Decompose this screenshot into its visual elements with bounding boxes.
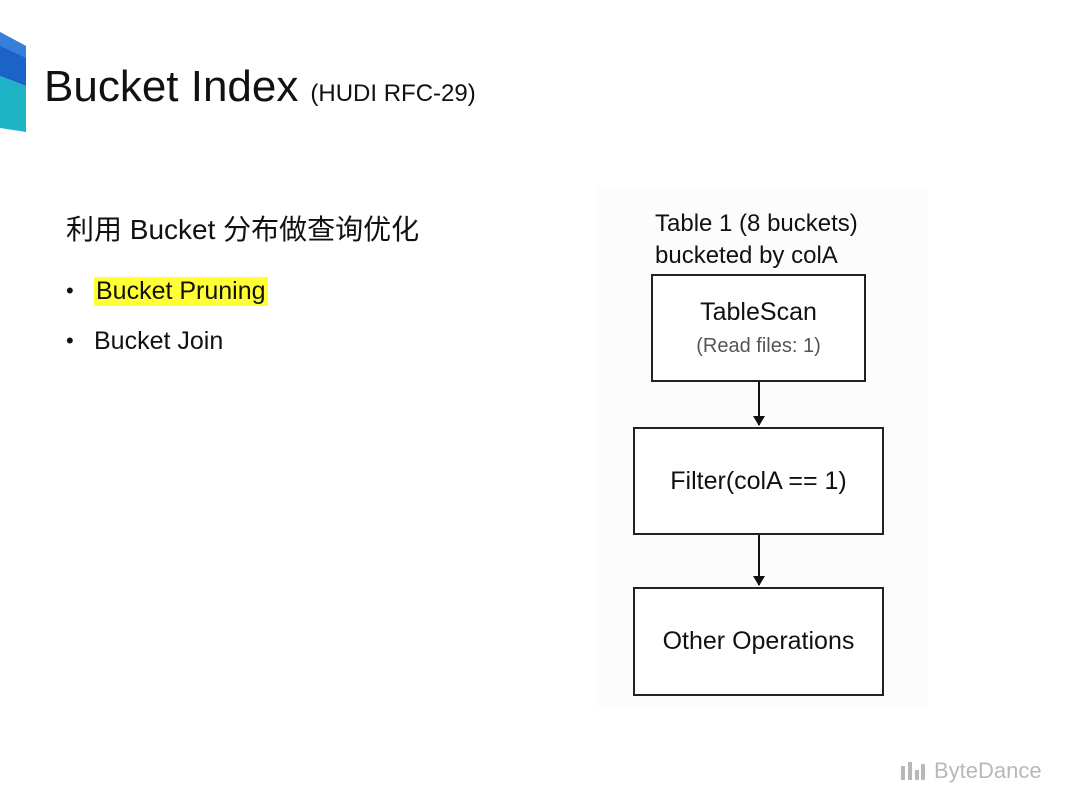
slide-title: Bucket Index (HUDI RFC-29): [44, 62, 476, 112]
bullet-item-bucket-join: • Bucket Join: [66, 316, 268, 366]
title-subtitle: (HUDI RFC-29): [310, 80, 476, 107]
title-main: Bucket Index: [44, 62, 299, 111]
bullet-list: • Bucket Pruning • Bucket Join: [66, 266, 268, 366]
node-other-operations: Other Operations: [633, 587, 884, 696]
corner-logo-icon: [0, 32, 26, 132]
node-tablescan-subtitle: (Read files: 1): [696, 335, 821, 357]
diagram-caption-line1: Table 1 (8 buckets): [655, 210, 858, 237]
section-heading: 利用 Bucket 分布做查询优化: [66, 214, 420, 245]
bullet-dot: •: [66, 278, 74, 303]
brand-logo: ByteDance: [900, 758, 1042, 784]
node-filter: Filter(colA == 1): [633, 427, 884, 535]
bytedance-logo-icon: [901, 762, 925, 780]
node-tablescan: TableScan (Read files: 1): [651, 274, 866, 382]
node-filter-title: Filter(colA == 1): [670, 466, 847, 495]
bullet-dot: •: [66, 328, 74, 353]
bullet-text: Bucket Join: [94, 326, 224, 355]
bullet-text-highlighted: Bucket Pruning: [94, 276, 268, 306]
node-tablescan-title: TableScan: [700, 298, 817, 326]
node-other-title: Other Operations: [662, 627, 855, 655]
diagram-caption: Table 1 (8 buckets) bucketed by colA: [655, 208, 858, 272]
diagram-caption-line2: bucketed by colA: [655, 242, 838, 269]
bullet-item-bucket-pruning: • Bucket Pruning: [66, 266, 268, 316]
brand-name: ByteDance: [934, 758, 1042, 783]
